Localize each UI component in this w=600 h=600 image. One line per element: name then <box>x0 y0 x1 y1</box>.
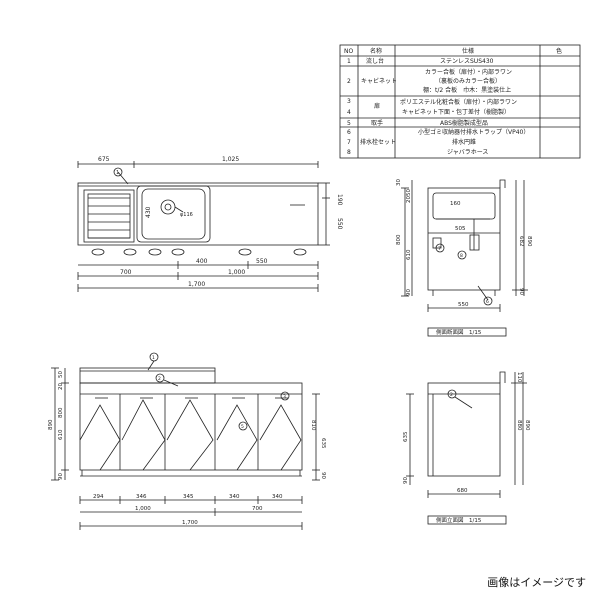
table-header-no: NO <box>344 48 353 55</box>
plan-dim-right: 190 <box>336 194 343 206</box>
front-dim: 890 <box>48 419 54 430</box>
row-spec: 棚：t/2 合板 巾木：黒塗装仕上 <box>423 86 511 94</box>
side-elevation-title: 側面立面図 1/15 <box>436 516 482 524</box>
front-callout: 1 <box>152 355 155 361</box>
plan-dim-bottom: 700 <box>120 269 132 276</box>
front-dim: 635 <box>320 438 326 449</box>
section-dim: 90 <box>406 289 412 296</box>
side-dim: 680 <box>457 488 468 494</box>
front-callout: 5 <box>241 424 244 430</box>
section-dim: 505 <box>455 226 466 232</box>
row-spec: 排水円錐 <box>452 138 476 146</box>
section-dim: 160 <box>450 201 461 207</box>
section-dim: 90 <box>518 288 524 295</box>
front-dim: 346 <box>136 494 147 500</box>
image-caption: 画像はイメージです <box>487 576 586 589</box>
side-dim: 110 <box>516 372 522 383</box>
front-dim: 340 <box>229 494 240 500</box>
row-no: 4 <box>347 109 351 116</box>
side-dim: 890 <box>524 420 530 431</box>
section-dim: 610 <box>406 249 412 260</box>
plan-sink-dim: φ116 <box>180 212 193 218</box>
section-dim: 50 <box>406 189 412 196</box>
front-callout: 2 <box>158 376 161 382</box>
section-callout: 6 <box>486 299 489 305</box>
section-dim: 550 <box>458 302 469 308</box>
plan-dim-left: 675 <box>98 156 110 163</box>
row-name: 取手 <box>371 119 383 127</box>
front-dim: 340 <box>272 494 283 500</box>
row-name: 扉 <box>374 102 380 110</box>
section-dim: 682 <box>518 236 524 247</box>
section-title: 側面断面図 1/15 <box>436 328 482 336</box>
plan-dim-right: 550 <box>336 218 343 230</box>
section-callout: 7 <box>438 246 441 252</box>
front-dim-total: 1,700 <box>182 520 198 526</box>
side-dim: 90 <box>403 477 409 484</box>
front-dim: 20 <box>58 383 64 390</box>
table-header-spec: 仕様 <box>462 47 474 55</box>
section-dim: 890 <box>526 236 532 247</box>
table-header-name: 名称 <box>370 47 382 55</box>
spec-table <box>339 44 581 159</box>
plan-dim-bottom: 1,000 <box>228 269 245 276</box>
front-dim: 50 <box>58 371 64 378</box>
plan-sink-dim: 430 <box>145 206 152 218</box>
plan-dim-right: 1,025 <box>222 156 239 163</box>
section-dim: 20 <box>406 196 412 203</box>
front-elevation-view <box>51 352 320 530</box>
front-dim: 294 <box>93 494 104 500</box>
side-elevation-view <box>406 371 527 525</box>
plan-view <box>77 161 330 292</box>
plan-dim-bottom: 550 <box>256 258 268 265</box>
row-no: 6 <box>347 129 351 136</box>
row-spec: キャビネット下面・包丁差付（樹脂製） <box>402 108 510 116</box>
front-dim: 90 <box>58 473 64 480</box>
side-dim: 880 <box>516 420 522 431</box>
row-name: 排水栓セット <box>360 138 396 146</box>
plan-callout-number: 1 <box>116 170 119 176</box>
row-spec: ABS樹脂製成型品 <box>440 119 488 127</box>
row-spec: ジャバラホース <box>447 149 488 156</box>
section-dim: 30 <box>396 179 402 186</box>
front-dim: 800 <box>58 407 64 418</box>
plan-dim-total: 1,700 <box>188 281 205 288</box>
side-callout: 2 <box>450 392 453 398</box>
row-no: 3 <box>347 98 351 105</box>
row-no: 8 <box>347 149 351 156</box>
section-callout: 8 <box>460 253 463 259</box>
table-header-color: 色 <box>556 47 562 55</box>
front-dim: 345 <box>183 494 194 500</box>
side-dim: 635 <box>403 431 409 442</box>
row-no: 5 <box>347 120 351 127</box>
row-spec: 小型ゴミ収納器付排水トラップ（VP40） <box>418 128 529 136</box>
section-dim: 800 <box>396 234 402 245</box>
row-spec: カラー合板（扉付）・内部ラワン <box>425 68 512 76</box>
front-dim: 1,000 <box>135 506 151 512</box>
row-name: キャビネット <box>361 77 397 85</box>
front-callout: 3 <box>283 394 286 400</box>
side-section-view <box>401 179 528 337</box>
row-spec: （裏板のみカラー合板） <box>435 77 501 85</box>
row-no: 2 <box>347 78 351 85</box>
front-dim: 810 <box>310 420 316 431</box>
row-no: 1 <box>347 58 351 65</box>
row-name: 流し台 <box>366 57 384 65</box>
row-no: 7 <box>347 139 351 146</box>
front-dim: 90 <box>320 472 326 479</box>
front-dim: 610 <box>58 429 64 440</box>
plan-dim-bottom: 400 <box>196 258 208 265</box>
row-spec: ステンレスSUS430 <box>440 58 494 65</box>
front-dim: 700 <box>252 506 263 512</box>
row-spec: ポリエステル化粧合板（扉付）・内部ラワン <box>400 98 517 106</box>
